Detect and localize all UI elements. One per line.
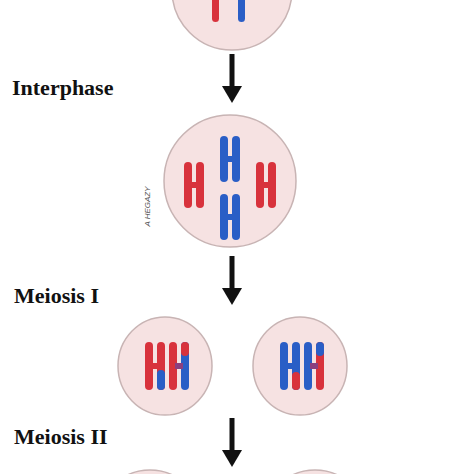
cell-membrane — [263, 470, 367, 474]
chromosome — [256, 162, 276, 208]
chromatid-segment — [316, 342, 324, 356]
cell-membrane — [172, 0, 292, 50]
arrow-head — [222, 288, 242, 305]
cell-membrane — [118, 317, 212, 415]
stage-label: Meiosis I — [14, 284, 99, 308]
chromatid-segment — [157, 370, 165, 390]
arrow-shaft — [230, 54, 235, 88]
cell-membrane — [253, 317, 347, 415]
cell-membrane — [98, 470, 202, 474]
chromosome — [220, 136, 240, 182]
centromere — [175, 363, 183, 369]
arrow-head — [222, 86, 242, 103]
daughter-cell — [253, 317, 347, 415]
process-arrow — [222, 256, 242, 305]
stage-label: Meiosis II — [14, 425, 108, 449]
parent-cell — [172, 0, 292, 50]
chromatid-segment — [181, 342, 189, 356]
cell-membrane — [164, 115, 296, 247]
chromosome — [238, 0, 245, 22]
chromosome — [184, 162, 204, 208]
chromosome — [220, 194, 240, 240]
centromere — [286, 363, 294, 369]
arrow-shaft — [230, 256, 235, 290]
daughter-cell — [118, 317, 212, 415]
centromere — [310, 363, 318, 369]
watermark: A HEGAZY — [143, 186, 152, 226]
process-arrow — [222, 54, 242, 103]
arrow-head — [222, 450, 242, 467]
process-arrow — [222, 418, 242, 467]
interphase-cell — [164, 115, 296, 247]
arrow-shaft — [230, 418, 235, 452]
centromere — [151, 363, 159, 369]
stage-label: Interphase — [12, 76, 113, 100]
chromatid-segment — [292, 372, 300, 390]
chromosome — [212, 0, 219, 22]
